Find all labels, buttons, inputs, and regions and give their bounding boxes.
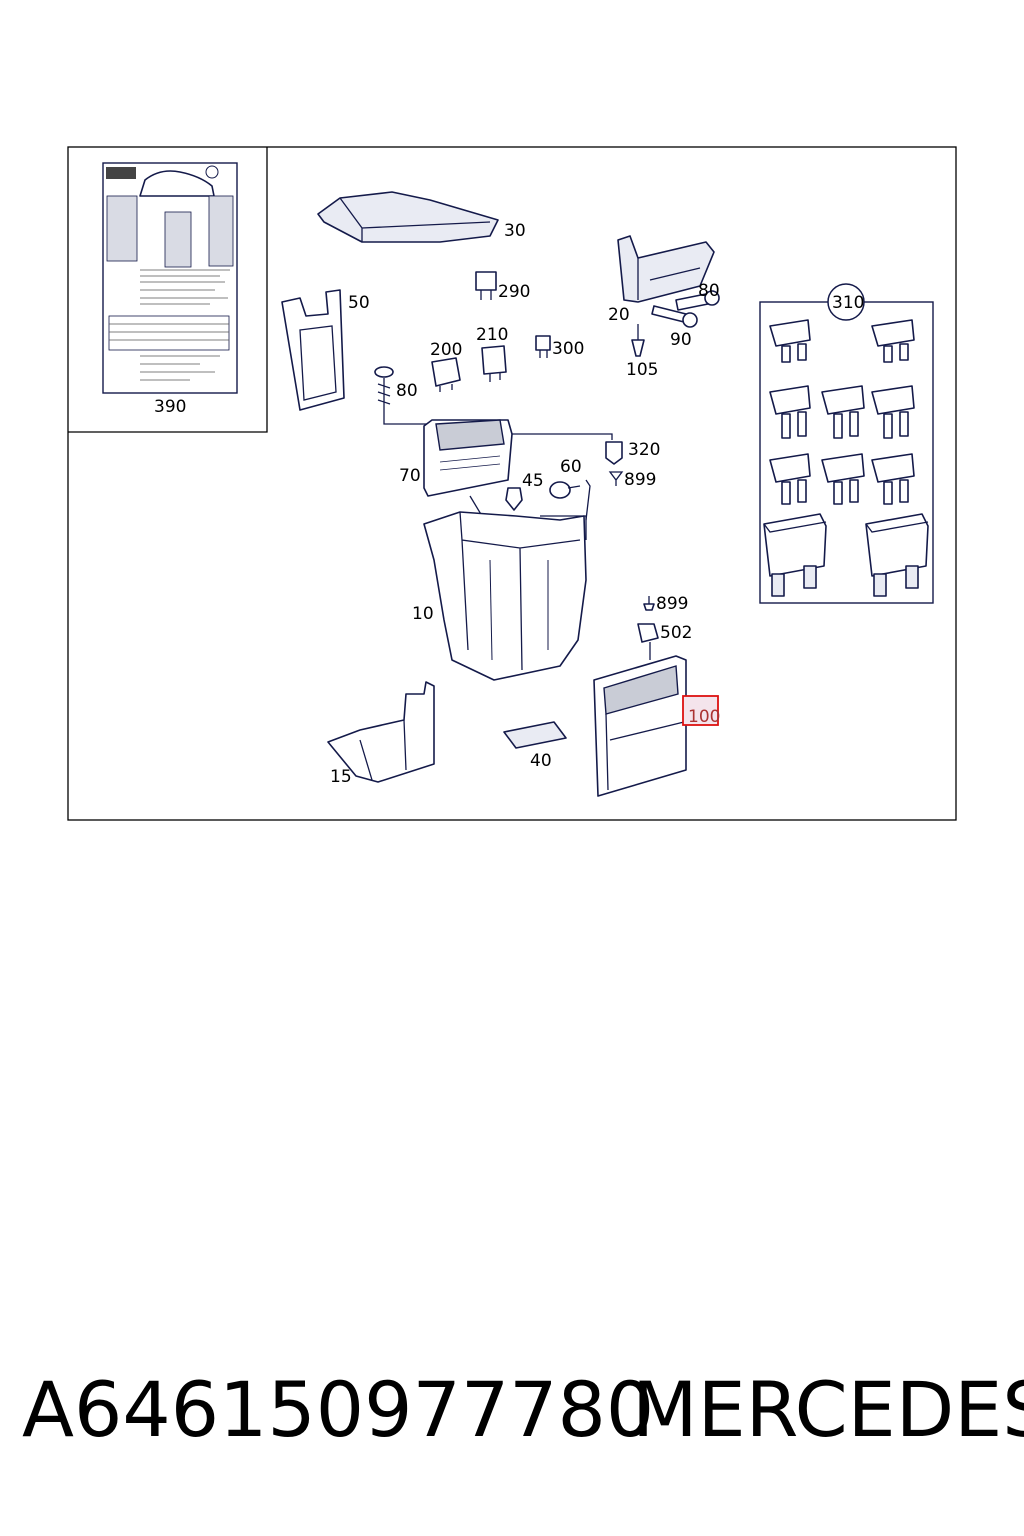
callout-320: 320 [628,440,660,460]
callout-30: 30 [504,221,526,241]
callout-20: 20 [608,305,630,325]
callout-45: 45 [522,471,544,491]
callout-310: 310 [832,293,864,313]
callout-210: 210 [476,325,508,345]
callout-300: 300 [552,339,584,359]
callout-290: 290 [498,282,530,302]
part-320-connector [605,441,623,465]
brand-name: MERCEDES [632,1365,1024,1454]
callout-502: 502 [660,623,692,643]
part-300-fuse [535,335,551,358]
fuse-small [871,385,915,439]
fuse-small [769,319,811,363]
callout-80-left: 80 [396,381,418,401]
part-210-relay [481,345,507,382]
part-502-connector [637,623,659,660]
part-105-clip [631,324,645,357]
part-number: A646150977780 [22,1365,655,1454]
fuse-maxi [763,513,827,597]
part-20-bracket [617,235,715,303]
callout-310-circle [827,283,865,321]
leader-lines-70 [383,410,613,440]
callout-105: 105 [626,360,658,380]
callout-70: 70 [399,466,421,486]
part-90-bolt [651,305,698,328]
part-70-module [423,419,513,497]
callout-899-bottom: 899 [656,594,688,614]
fuse-small [871,319,915,363]
fuse-small [821,385,865,439]
callout-80-top: 80 [698,281,720,301]
part-80-bolt-top [675,290,720,311]
part-50-bracket [281,289,345,411]
part-899-plug-top [608,471,624,486]
callout-200: 200 [430,340,462,360]
part-15-bracket [327,681,435,783]
part-60-screw [549,479,591,521]
callout-50: 50 [348,293,370,313]
part-310-fuse-set [759,283,934,604]
part-45-clip [505,487,523,511]
fuse-small [769,453,811,505]
inset-frame [68,147,268,433]
callout-90: 90 [670,330,692,350]
fuse-small [821,453,865,505]
callout-40: 40 [530,751,552,771]
part-390-label-sheet [102,162,238,394]
callout-390: 390 [154,397,186,417]
diagram-frame [67,146,957,821]
fuse-maxi [865,513,929,597]
fuse-small [871,453,915,505]
part-100-control-module [593,655,687,797]
callout-60: 60 [560,457,582,477]
callout-100: 100 [688,707,720,727]
part-10-housing [423,511,587,681]
callout-10: 10 [412,604,434,624]
part-290-fuse [475,271,497,300]
part-200-relay [431,357,461,392]
part-40-pad [503,721,567,749]
part-899-plug-bottom [643,596,655,611]
part-80-screw-left [374,366,394,410]
callout-100-highlight [682,695,719,726]
fuse-small [769,385,811,439]
part-30-cover [317,191,499,243]
callout-15: 15 [330,767,352,787]
callout-899-top: 899 [624,470,656,490]
